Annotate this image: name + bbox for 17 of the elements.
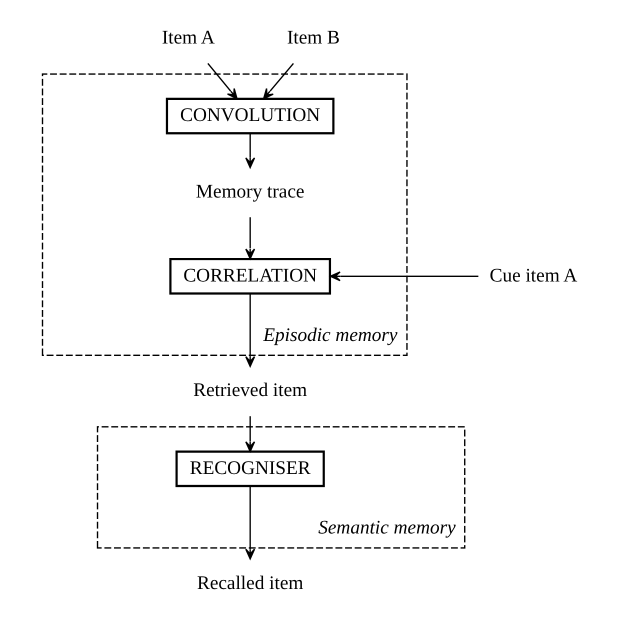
node-box: CORRELATION: [168, 258, 331, 295]
node-text: Retrieved item: [192, 380, 307, 402]
node-box: CONVOLUTION: [165, 98, 334, 134]
arrow: [244, 486, 255, 560]
arrow: [262, 62, 294, 100]
arrow: [329, 271, 478, 282]
node-text: Item A: [161, 27, 214, 48]
node-text: Item B: [286, 27, 340, 48]
arrow: [206, 63, 238, 100]
node-text: Recalled item: [196, 572, 303, 594]
arrow: [244, 416, 255, 452]
arrow: [244, 217, 255, 260]
node-text: Cue item A: [489, 265, 577, 286]
node-box: RECOGNISER: [175, 450, 324, 488]
node-text: Memory trace: [195, 181, 304, 202]
arrow: [244, 294, 255, 367]
arrow: [244, 133, 255, 168]
